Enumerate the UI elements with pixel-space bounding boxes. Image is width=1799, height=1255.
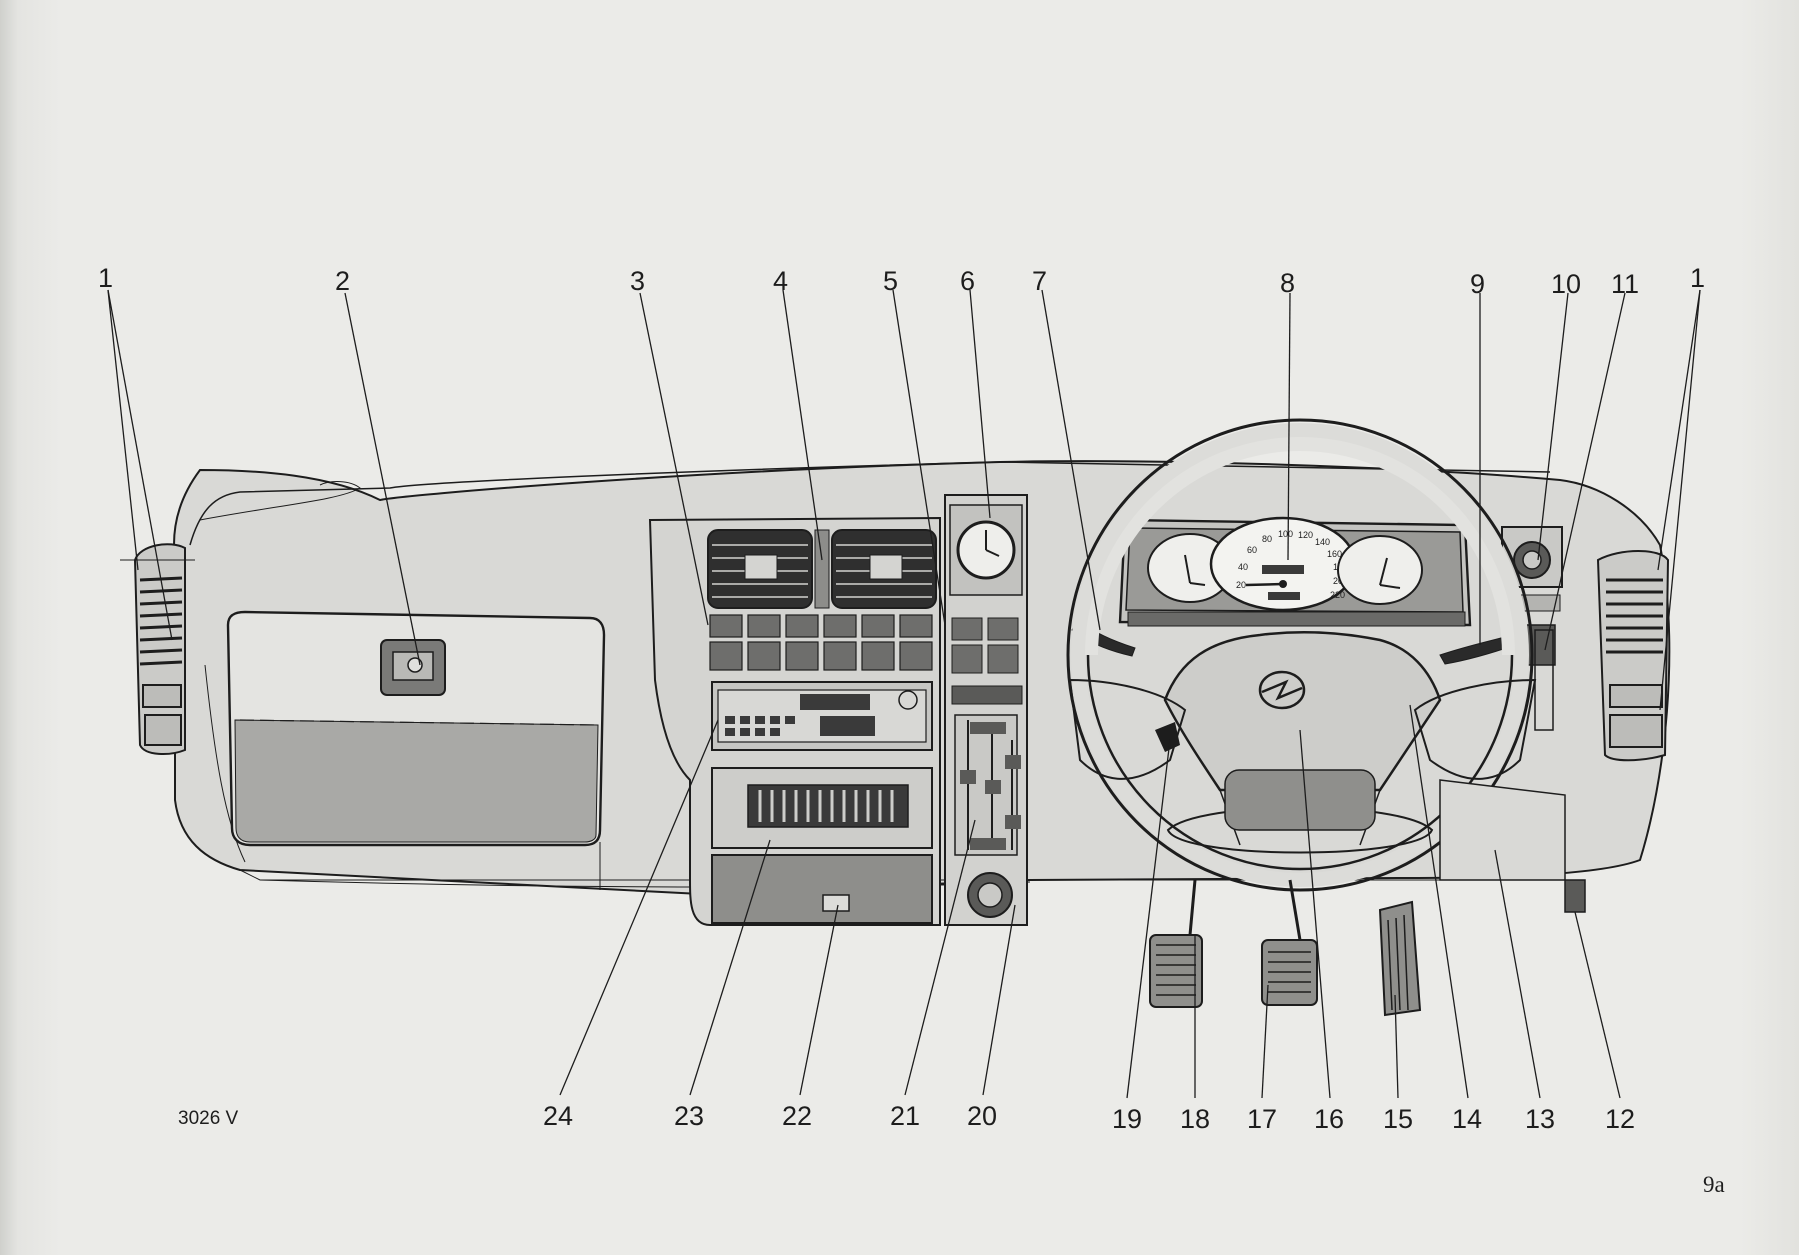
speedo-tick-20: 20 bbox=[1236, 580, 1246, 590]
left-side-air-vent bbox=[120, 543, 195, 755]
pedals bbox=[1149, 879, 1422, 1017]
speedo-tick-60: 60 bbox=[1247, 545, 1257, 555]
speedo-tick-80: 80 bbox=[1262, 534, 1272, 544]
speedo-tick-100: 100 bbox=[1278, 529, 1293, 539]
speedo-tick-160: 160 bbox=[1327, 549, 1342, 559]
callout-17: 17 bbox=[1247, 1104, 1277, 1134]
speedo-tick-40: 40 bbox=[1238, 562, 1248, 572]
centre-console bbox=[648, 516, 941, 926]
callout-numbers: 1 2 3 4 5 6 7 8 9 10 11 1 24 23 22 21 20… bbox=[98, 263, 1705, 1134]
callout-15: 15 bbox=[1383, 1104, 1413, 1134]
light-switch-panel bbox=[1501, 526, 1563, 731]
callout-21: 21 bbox=[890, 1101, 920, 1131]
callout-10: 10 bbox=[1551, 269, 1581, 299]
callout-16: 16 bbox=[1314, 1104, 1344, 1134]
callout-6: 6 bbox=[960, 266, 975, 296]
callout-11: 11 bbox=[1611, 269, 1639, 299]
callout-1-right: 1 bbox=[1690, 263, 1705, 293]
callout-24: 24 bbox=[543, 1101, 573, 1131]
steering-wheel bbox=[1066, 418, 1537, 892]
speedo-tick-220: 220 bbox=[1330, 590, 1345, 600]
page-number: 9a bbox=[1703, 1172, 1725, 1197]
callout-20: 20 bbox=[967, 1101, 997, 1131]
callout-7: 7 bbox=[1032, 266, 1047, 296]
callout-2: 2 bbox=[335, 266, 350, 296]
speedo-tick-140: 140 bbox=[1315, 537, 1330, 547]
leader-lines bbox=[107, 289, 1701, 1099]
callout-23: 23 bbox=[674, 1101, 704, 1131]
callout-5: 5 bbox=[883, 266, 898, 296]
lower-right-panel bbox=[1439, 779, 1586, 913]
callout-4: 4 bbox=[773, 266, 788, 296]
right-side-air-vent bbox=[1596, 550, 1670, 762]
callout-3: 3 bbox=[630, 266, 645, 296]
speedo-tick-120: 120 bbox=[1298, 530, 1313, 540]
clock-column bbox=[944, 494, 1028, 926]
callout-12: 12 bbox=[1605, 1104, 1635, 1134]
callout-19: 19 bbox=[1112, 1104, 1142, 1134]
callout-13: 13 bbox=[1525, 1104, 1555, 1134]
callout-14: 14 bbox=[1452, 1104, 1482, 1134]
callout-18: 18 bbox=[1180, 1104, 1210, 1134]
glove-box bbox=[226, 610, 606, 847]
callout-9: 9 bbox=[1470, 269, 1485, 299]
callout-8: 8 bbox=[1280, 268, 1295, 298]
callout-1-left: 1 bbox=[98, 263, 113, 293]
callout-22: 22 bbox=[782, 1101, 812, 1131]
figure-code: 3026 V bbox=[178, 1108, 239, 1129]
instrument-cluster: 20 40 60 80 100 120 140 160 180 200 220 bbox=[1118, 516, 1472, 627]
